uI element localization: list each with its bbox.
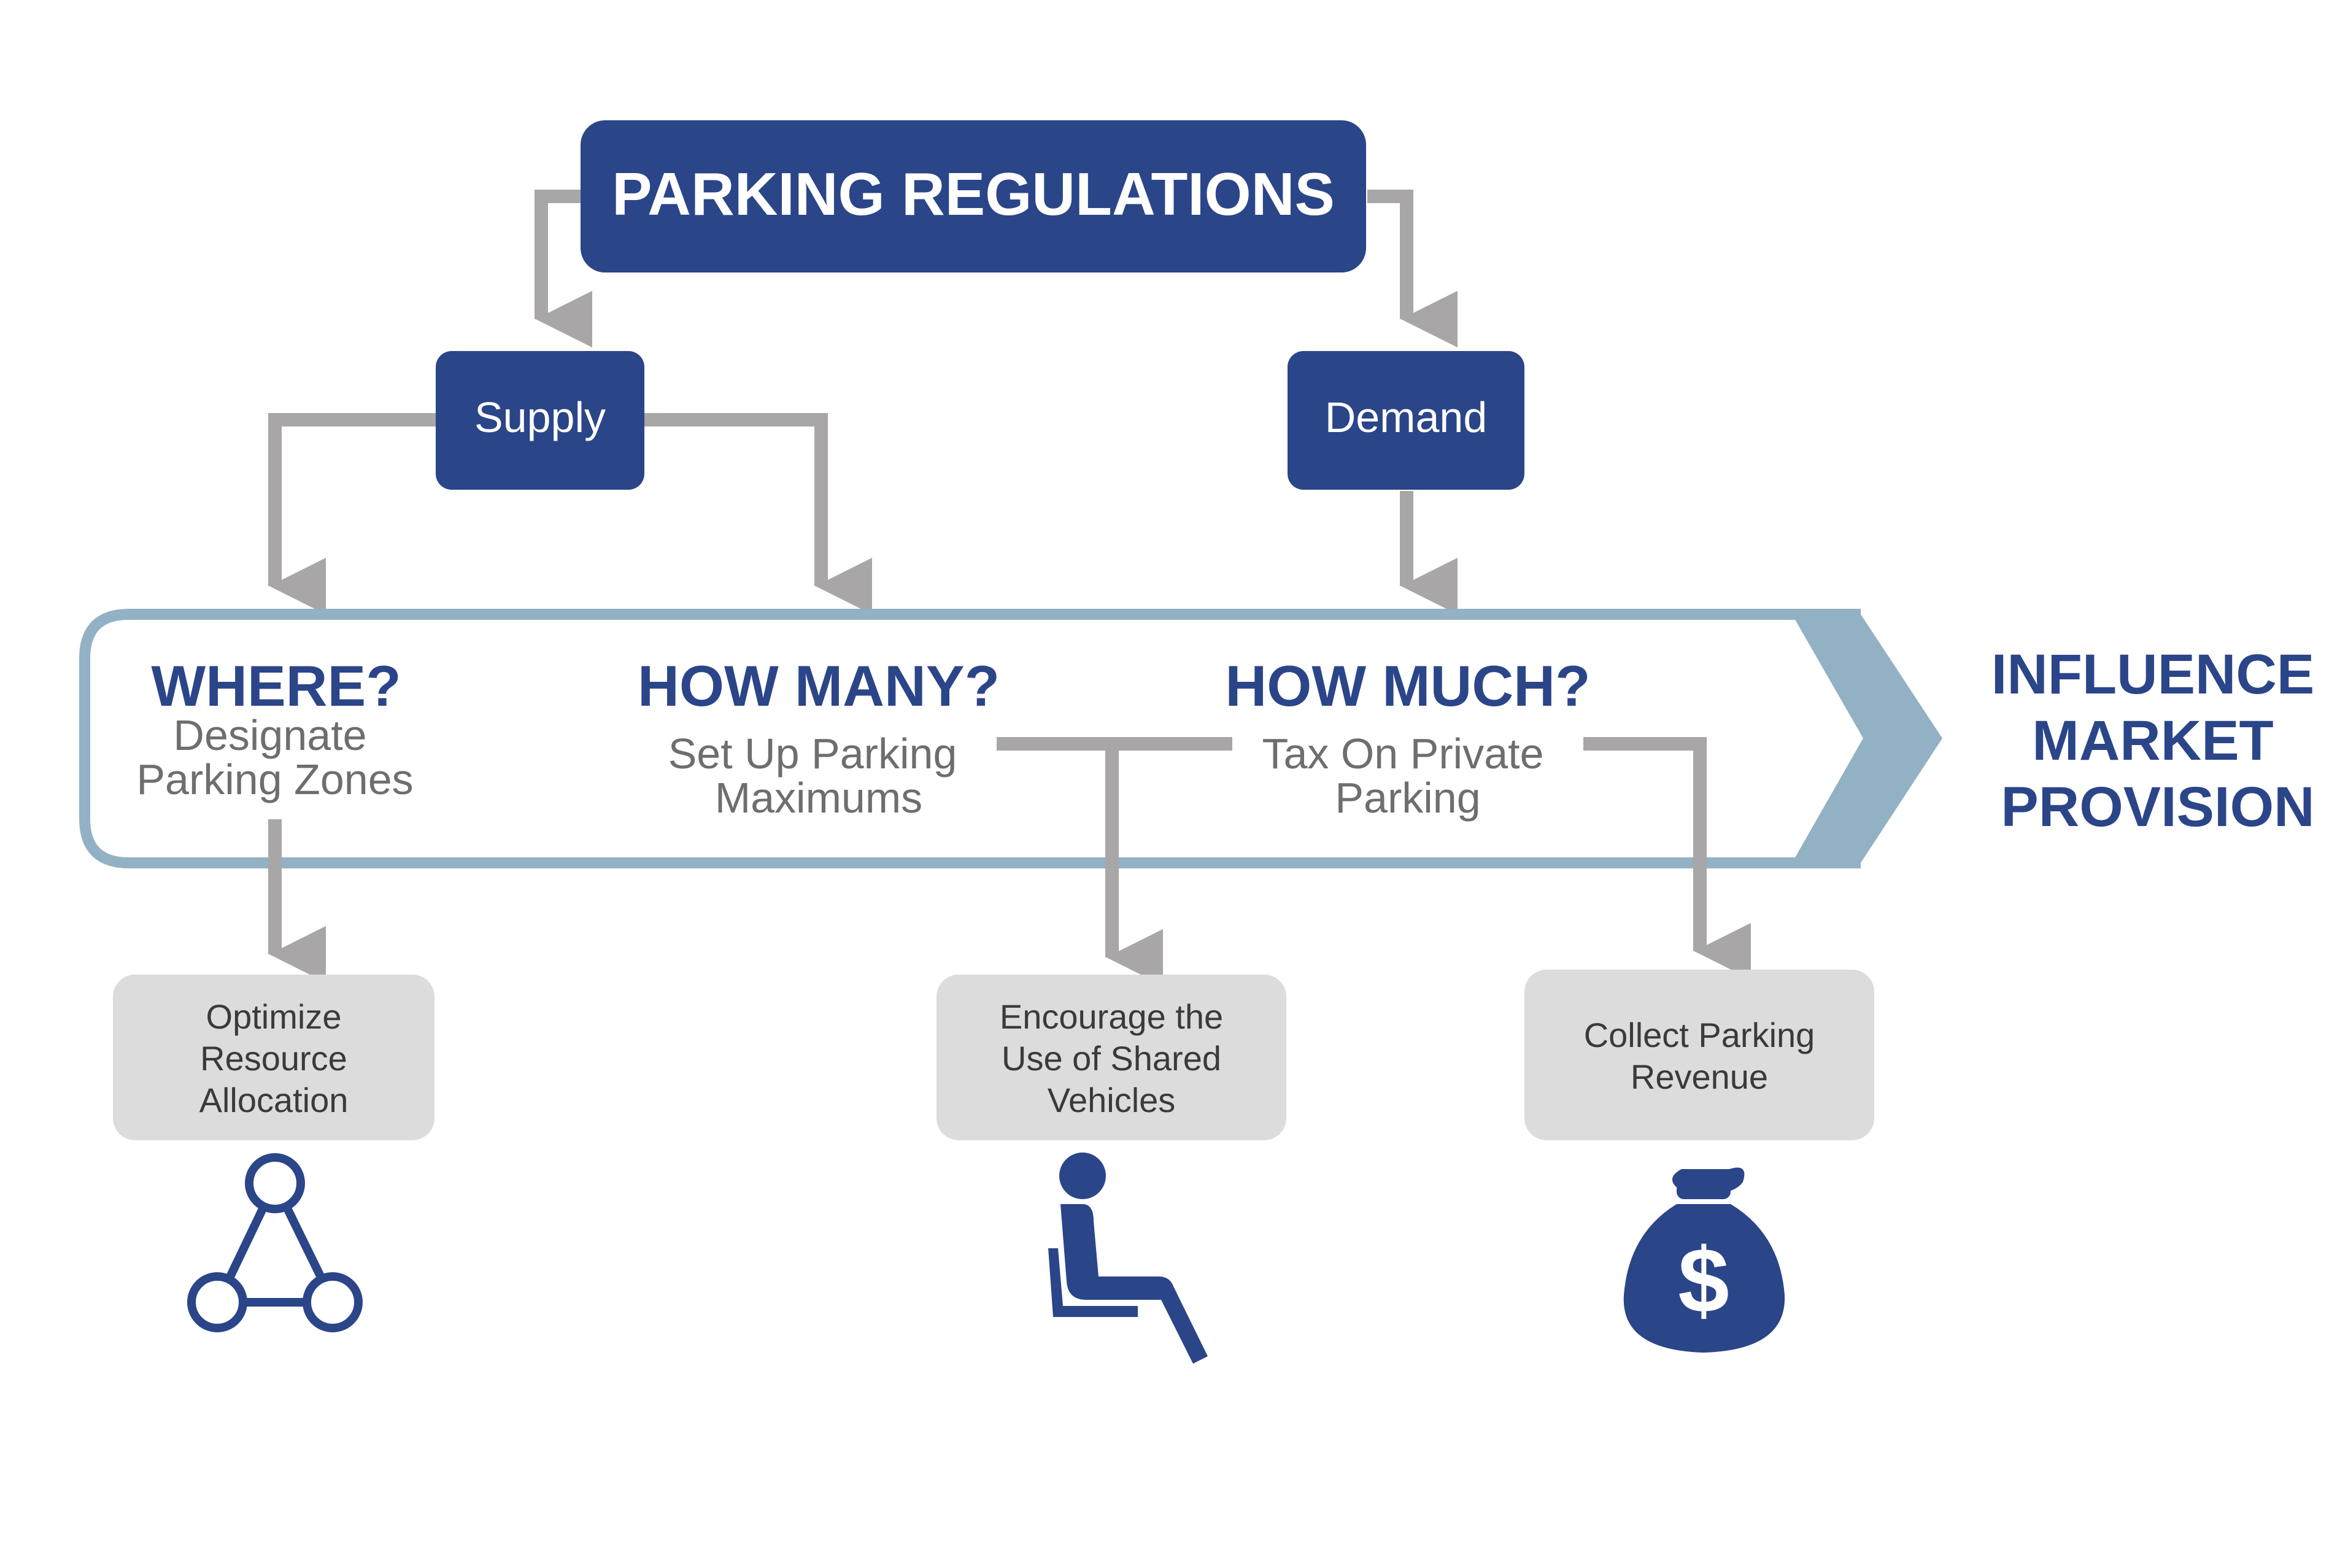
- stage-how-many-subtitle-2: Maximums: [715, 774, 922, 822]
- supply-node: Supply: [436, 351, 644, 490]
- demand-label: Demand: [1325, 393, 1488, 441]
- stage-band: [79, 609, 1942, 868]
- connector-supply-howmany: [644, 413, 873, 615]
- band-outline: [79, 609, 1861, 868]
- root-label: PARKING REGULATIONS: [612, 160, 1335, 228]
- stage-how-much: HOW MUCH? Tax On Private Parking: [1225, 654, 1590, 822]
- stage-where: WHERE? Designate Parking Zones: [136, 654, 413, 803]
- effect-optimize-line-1: Optimize: [206, 997, 342, 1036]
- money-bag-icon: $: [1623, 1167, 1785, 1353]
- effect-shared-line-2: Use of Shared: [1002, 1039, 1221, 1078]
- seated-person-icon: [1048, 1153, 1208, 1364]
- connectors-lower: [268, 737, 1751, 986]
- connectors: [268, 190, 1458, 615]
- stage-how-many: HOW MANY? Set Up Parking Maximums: [638, 654, 1000, 822]
- effect-revenue-box: [1524, 970, 1874, 1140]
- stage-how-much-subtitle-2: Parking: [1335, 774, 1480, 822]
- effect-optimize-box: [113, 975, 434, 1140]
- outcome: INFLUENCE MARKET PROVISION: [1991, 643, 2315, 838]
- effect-optimize: Optimize Resource Allocation: [113, 975, 434, 1140]
- root-node: PARKING REGULATIONS: [581, 120, 1366, 272]
- effect-shared-line-1: Encourage the: [1000, 997, 1223, 1036]
- dollar-sign: $: [1678, 1229, 1729, 1332]
- connector-root-demand: [1367, 190, 1458, 348]
- supply-box: [436, 351, 644, 490]
- outcome-line-1: INFLUENCE: [1991, 643, 2314, 706]
- stage-how-much-title: HOW MUCH?: [1225, 654, 1590, 718]
- stage-how-many-subtitle-1: Set Up Parking: [668, 730, 957, 778]
- effect-shared-line-3: Vehicles: [1048, 1081, 1176, 1119]
- root-box: [581, 120, 1366, 272]
- connector-root-supply: [535, 190, 593, 348]
- stage-where-title: WHERE?: [151, 654, 401, 718]
- effect-revenue: Collect Parking Revenue: [1524, 970, 1874, 1140]
- stage-where-subtitle-2: Parking Zones: [136, 755, 413, 803]
- stage-where-subtitle-1: Designate: [173, 711, 366, 759]
- band-fill-right: [1792, 614, 1942, 863]
- supply-label: Supply: [474, 393, 606, 441]
- network-triangle-icon: [187, 1153, 363, 1332]
- effect-optimize-line-3: Allocation: [199, 1081, 349, 1119]
- connector-howmuch-revenue: [1583, 737, 1751, 980]
- effect-revenue-line-1: Collect Parking: [1584, 1016, 1815, 1054]
- effect-optimize-line-2: Resource: [200, 1039, 347, 1078]
- effect-shared-box: [936, 975, 1286, 1140]
- outcome-line-2: MARKET: [2032, 709, 2274, 772]
- stage-how-much-subtitle-1: Tax On Private: [1262, 730, 1543, 778]
- demand-box: [1288, 351, 1524, 490]
- effect-revenue-line-2: Revenue: [1631, 1057, 1768, 1096]
- demand-node: Demand: [1288, 351, 1524, 490]
- effect-shared-vehicles: Encourage the Use of Shared Vehicles: [936, 975, 1286, 1140]
- outcome-line-3: PROVISION: [2001, 776, 2314, 838]
- connector-supply-where: [268, 413, 437, 615]
- stage-how-many-title: HOW MANY?: [638, 654, 1000, 718]
